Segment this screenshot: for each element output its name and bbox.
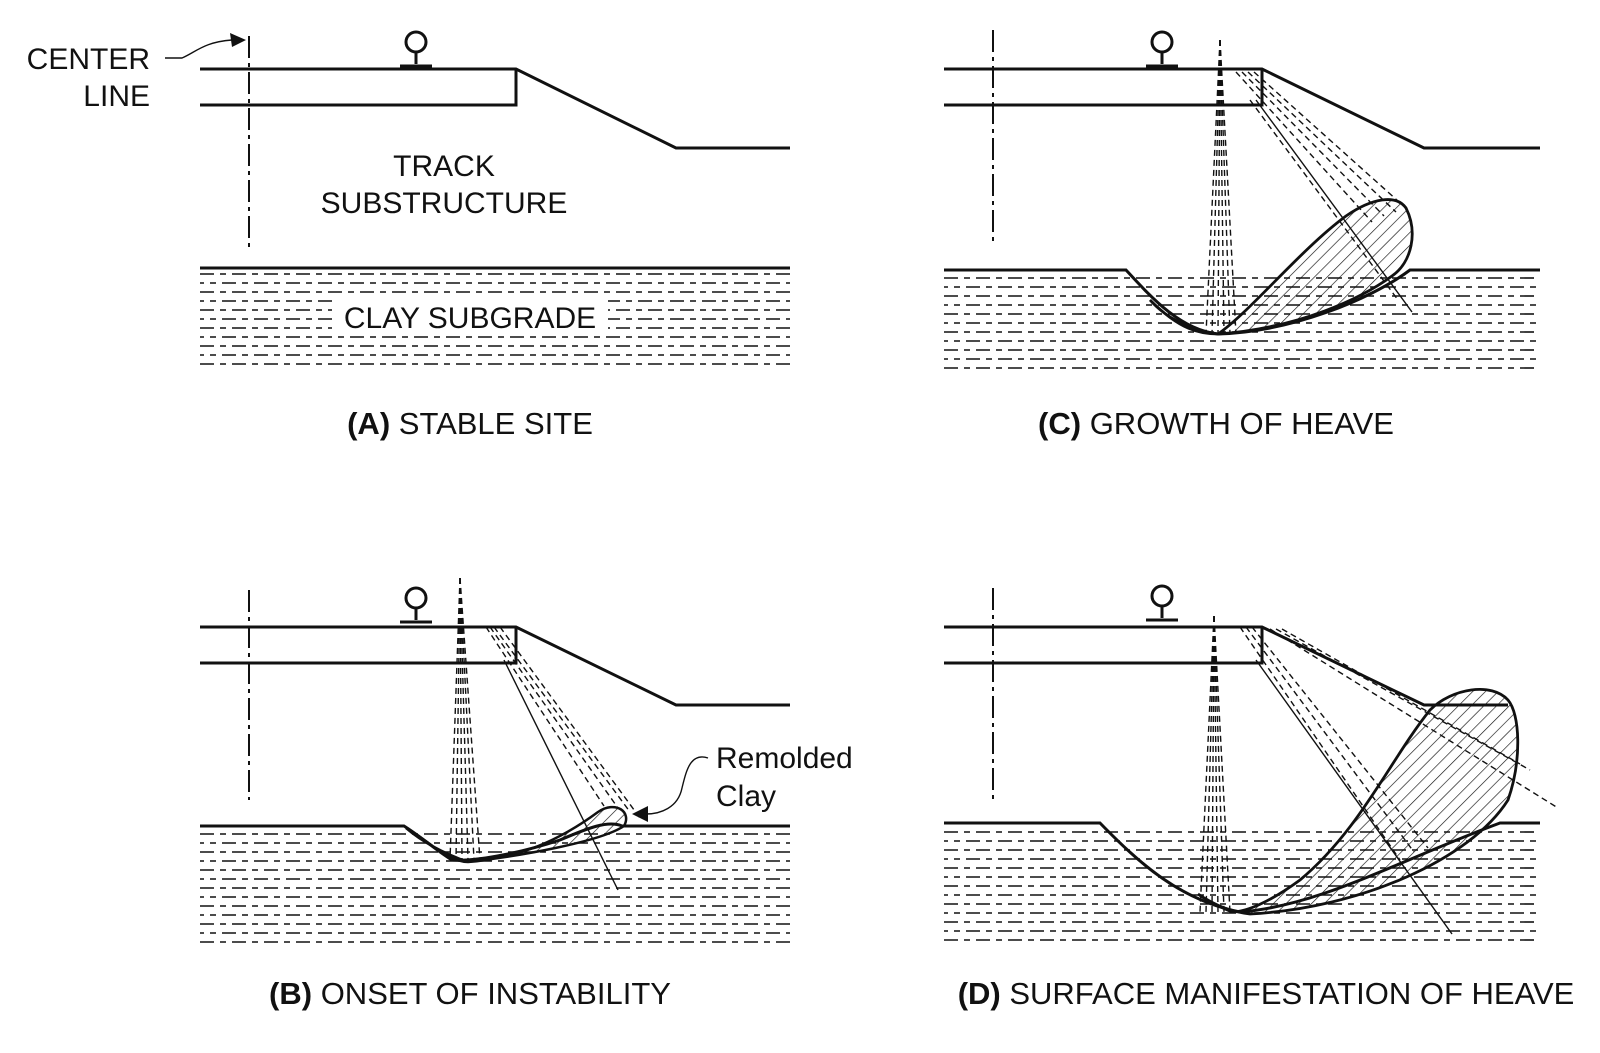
caption-c-letter: (C) (1038, 406, 1081, 441)
rail-icon (400, 586, 432, 624)
remolded-clay-zone-b (405, 805, 628, 864)
slip-lines-b (449, 577, 641, 891)
remolded-label-1: Remolded (716, 742, 853, 775)
caption-c-text: GROWTH OF HEAVE (1081, 406, 1394, 441)
caption-b: (B) ONSET OF INSTABILITY (269, 976, 671, 1011)
caption-b-text: ONSET OF INSTABILITY (312, 976, 671, 1011)
track-substructure-c (944, 67, 1540, 150)
caption-a-text: STABLE SITE (390, 406, 593, 441)
panel-c: (C) GROWTH OF HEAVE (944, 30, 1540, 441)
caption-d: (D) SURFACE MANIFESTATION OF HEAVE (958, 976, 1575, 1011)
panel-a: CENTER LINE TRACK SUBSTRUCTURE CLAY SUBG… (27, 30, 790, 441)
track-label-1: TRACK (393, 150, 495, 183)
caption-c: (C) GROWTH OF HEAVE (1038, 406, 1394, 441)
track-label-2: SUBSTRUCTURE (321, 187, 568, 220)
caption-d-text: SURFACE MANIFESTATION OF HEAVE (1001, 976, 1575, 1011)
remolded-label-2: Clay (716, 780, 776, 813)
caption-a: (A) STABLE SITE (347, 406, 593, 441)
caption-b-letter: (B) (269, 976, 312, 1011)
track-substructure-a (200, 67, 790, 150)
arrowhead-icon (230, 33, 246, 47)
remolded-leader-arrow (645, 756, 709, 815)
arrowhead-icon (632, 806, 648, 822)
track-substructure-d (944, 625, 1508, 707)
clay-subgrade-label: CLAY SUBGRADE (344, 302, 596, 335)
clay-subgrade-b (200, 822, 790, 943)
slip-lines-c (1205, 39, 1413, 335)
rail-icon (1146, 30, 1178, 68)
centerline-label-1: CENTER (27, 43, 150, 76)
panel-d: (D) SURFACE MANIFESTATION OF HEAVE (944, 584, 1575, 1011)
caption-a-letter: (A) (347, 406, 390, 441)
caption-d-letter: (D) (958, 976, 1001, 1011)
centerline-label-2: LINE (83, 80, 150, 113)
panel-b: Remolded Clay (B) ONSET OF INSTABILITY (200, 577, 853, 1011)
centerline-leader-arrow (165, 39, 233, 59)
rail-icon (1146, 584, 1178, 622)
slip-lines-d (1199, 615, 1559, 935)
rail-icon (400, 30, 432, 68)
remolded-clay-zone-d (1197, 688, 1520, 916)
clay-label-backdrop (332, 298, 608, 334)
track-substructure-b (200, 625, 790, 707)
